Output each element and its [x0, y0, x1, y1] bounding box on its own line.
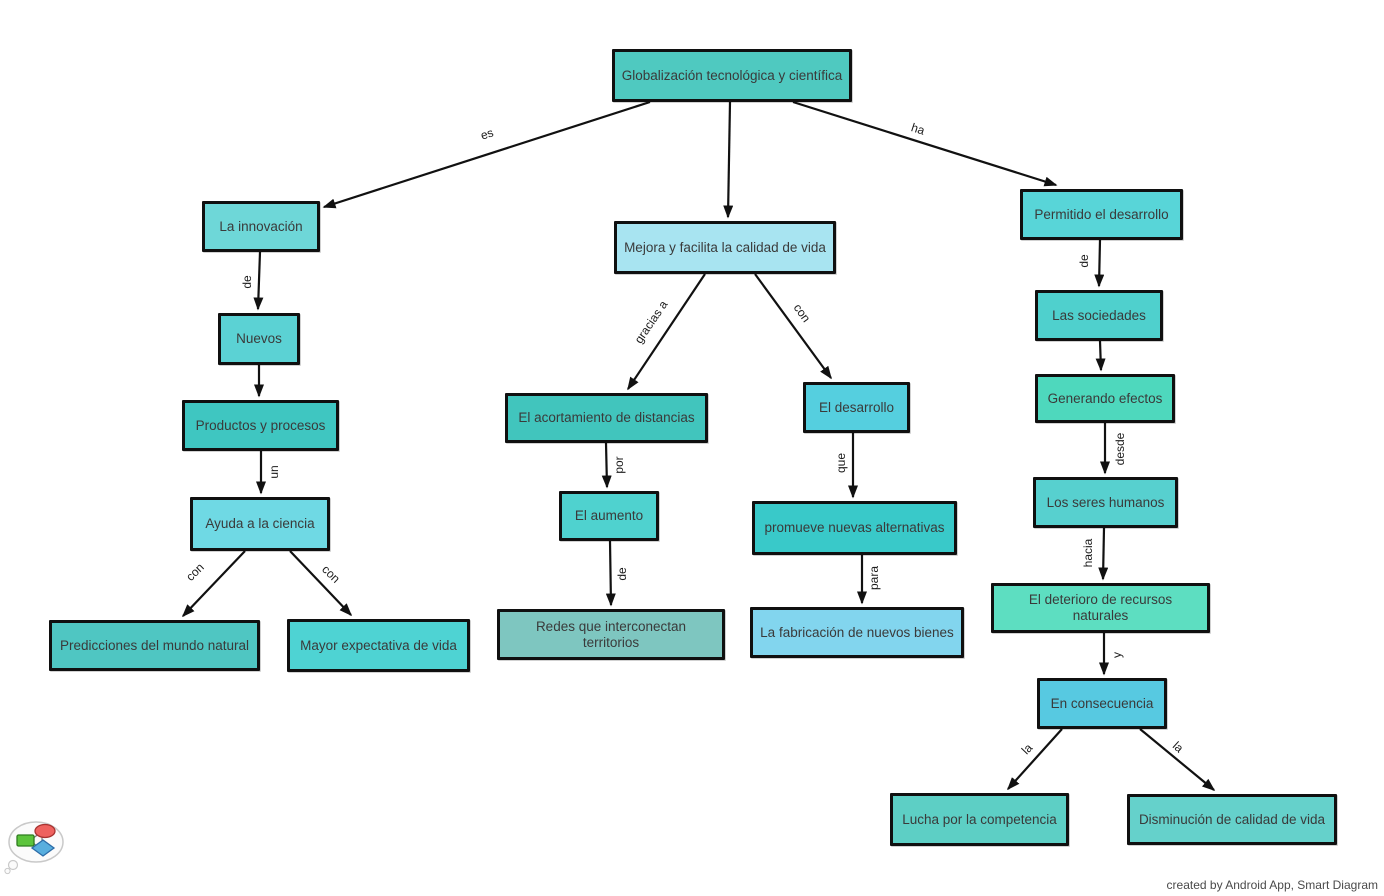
node-lucha[interactable]: Lucha por la competencia [890, 793, 1069, 846]
node-label-ayuda: Ayuda a la ciencia [205, 516, 315, 532]
node-aumento[interactable]: El aumento [559, 491, 659, 541]
node-productos[interactable]: Productos y procesos [182, 400, 339, 451]
node-label-consecuencia: En consecuencia [1050, 695, 1154, 711]
node-label-acortamiento: El acortamiento de distancias [518, 410, 695, 426]
node-permitido[interactable]: Permitido el desarrollo [1020, 189, 1183, 240]
logo-green-rect [16, 834, 35, 847]
node-consecuencia[interactable]: En consecuencia [1037, 678, 1167, 729]
edge-permitido-sociedades [1094, 239, 1105, 288]
node-label-permitido: Permitido el desarrollo [1034, 206, 1169, 222]
node-label-sociedades: Las sociedades [1052, 307, 1146, 323]
logo-blue-diamond [30, 839, 56, 857]
node-label-aumento: El aumento [574, 508, 644, 524]
node-label-productos: Productos y procesos [195, 417, 326, 433]
edge-ayuda-predicciones [181, 550, 246, 618]
node-generando[interactable]: Generando efectos [1035, 374, 1175, 423]
edge-root-mejora [723, 101, 734, 219]
logo-bubble-dot-large [7, 859, 19, 871]
smart-diagram-app-logo [4, 821, 64, 875]
node-redes[interactable]: Redes que interconectan territorios [497, 609, 725, 660]
edge-innovacion-nuevos [253, 251, 264, 311]
edge-aumento-redes [605, 540, 616, 607]
edge-ayuda-mayor [289, 550, 353, 617]
node-acortamiento[interactable]: El acortamiento de distancias [505, 393, 708, 443]
node-seres[interactable]: Los seres humanos [1033, 477, 1178, 528]
node-nuevos[interactable]: Nuevos [218, 313, 300, 365]
edge-root-innovacion [322, 100, 651, 209]
node-deterioro[interactable]: El deterioro de recursos naturales [991, 583, 1210, 633]
credit-text: created by Android App, Smart Diagram [1166, 878, 1378, 892]
node-root[interactable]: Globalización tecnológica y científica [612, 49, 852, 102]
node-promueve[interactable]: promueve nuevas alternativas [752, 501, 957, 555]
node-mejora[interactable]: Mejora y facilita la calidad de vida [614, 221, 836, 274]
logo-red-ellipse [34, 823, 56, 839]
node-label-promueve: promueve nuevas alternativas [764, 520, 945, 536]
edge-mejora-acortamiento [627, 273, 706, 391]
node-label-redes: Redes que interconectan territorios [535, 618, 687, 650]
node-label-disminucion: Disminución de calidad de vida [1138, 811, 1326, 827]
node-label-root: Globalización tecnológica y científica [621, 67, 843, 83]
node-label-mayor: Mayor expectativa de vida [300, 637, 457, 653]
edge-consecuencia-disminucion [1139, 728, 1216, 791]
node-mayor[interactable]: Mayor expectativa de vida [287, 619, 470, 672]
node-label-generando: Generando efectos [1047, 390, 1163, 406]
node-sociedades[interactable]: Las sociedades [1035, 290, 1163, 341]
node-label-fabricacion: La fabricación de nuevos bienes [760, 624, 954, 640]
node-fabricacion[interactable]: La fabricación de nuevos bienes [750, 607, 964, 658]
node-desarrollo[interactable]: El desarrollo [803, 382, 910, 433]
node-label-lucha: Lucha por la competencia [902, 811, 1057, 827]
edge-root-permitido [792, 100, 1058, 187]
logo-bubble-dot-small [4, 867, 11, 875]
node-label-innovacion: La innovación [219, 218, 303, 234]
edge-mejora-desarrollo [754, 273, 832, 380]
edge-seres-deterioro [1098, 527, 1109, 581]
node-ayuda[interactable]: Ayuda a la ciencia [190, 497, 330, 551]
node-label-mejora: Mejora y facilita la calidad de vida [624, 239, 826, 255]
node-label-deterioro: El deterioro de recursos naturales [1028, 592, 1173, 623]
node-innovacion[interactable]: La innovación [202, 201, 320, 252]
node-label-seres: Los seres humanos [1046, 494, 1165, 510]
node-label-nuevos: Nuevos [236, 331, 282, 347]
node-label-desarrollo: El desarrollo [818, 399, 895, 415]
edge-acortamiento-aumento [601, 442, 612, 489]
node-label-predicciones: Predicciones del mundo natural [59, 637, 250, 653]
node-predicciones[interactable]: Predicciones del mundo natural [49, 620, 260, 671]
node-disminucion[interactable]: Disminución de calidad de vida [1127, 794, 1337, 845]
edge-consecuencia-lucha [1006, 728, 1063, 791]
edge-sociedades-generando [1095, 340, 1106, 372]
